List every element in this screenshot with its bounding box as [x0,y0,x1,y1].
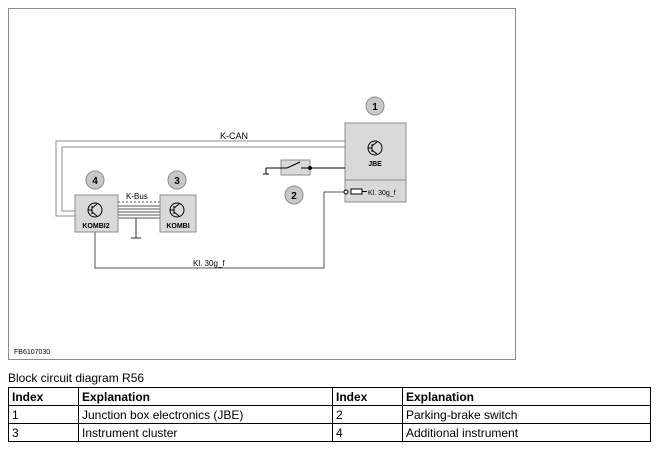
legend-table: Index Explanation Index Explanation 1 Ju… [8,387,651,442]
figure-code: FB6107030 [14,349,50,356]
kcan-label: K-CAN [220,131,248,141]
header-explanation: Explanation [402,387,651,406]
jbe-label: JBE [368,161,382,168]
explanation-cell: Junction box electronics (JBE) [78,405,333,424]
header-explanation: Explanation [78,387,333,406]
svg-text:3: 3 [174,176,180,187]
jbe-module: JBE Kl. 30g_f [343,122,407,203]
index-cell: 3 [8,423,79,442]
table-row: 3 Instrument cluster 4 Additional instru… [8,423,651,442]
explanation-cell: Parking-brake switch [402,405,651,424]
kl30-wire [94,191,346,269]
index-cell: 2 [332,405,403,424]
svg-text:4: 4 [92,176,98,187]
kombi-label: KOMBI [166,223,189,230]
table-row: 1 Junction box electronics (JBE) 2 Parki… [8,405,651,424]
transistor-icon [169,202,185,218]
kbus-label: K-Bus [126,192,148,201]
index-bubble-3: 3 [167,170,187,190]
index-bubble-1: 1 [365,96,385,116]
parking-brake-switch [263,159,345,176]
header-index: Index [8,387,79,406]
kombi-module: KOMBI [159,194,197,233]
block-circuit-diagram: K-CAN Kl. 30g_f K-Bus KOMBI2 [14,96,407,356]
transistor-icon [87,202,103,218]
fuse-icon [350,188,363,195]
index-cell: 4 [332,423,403,442]
ground-symbol [131,218,141,239]
kombi2-label: KOMBI2 [82,223,109,230]
kbus-wire [118,201,160,219]
kl30-jbe-label: Kl. 30g_f [368,190,396,197]
explanation-cell: Additional instrument [402,423,651,442]
header-index: Index [332,387,403,406]
explanation-cell: Instrument cluster [78,423,333,442]
kl30-bottom-label: Kl. 30g_f [193,259,225,268]
index-cell: 1 [8,405,79,424]
index-bubble-2: 2 [284,185,304,205]
legend-header-row: Index Explanation Index Explanation [8,387,651,406]
index-bubble-4: 4 [85,170,105,190]
svg-text:2: 2 [291,191,297,202]
transistor-icon [367,140,383,156]
kombi2-module: KOMBI2 [74,194,119,233]
kcan-wire [55,140,345,217]
diagram-caption: Block circuit diagram R56 [8,371,145,385]
svg-text:1: 1 [372,102,378,113]
